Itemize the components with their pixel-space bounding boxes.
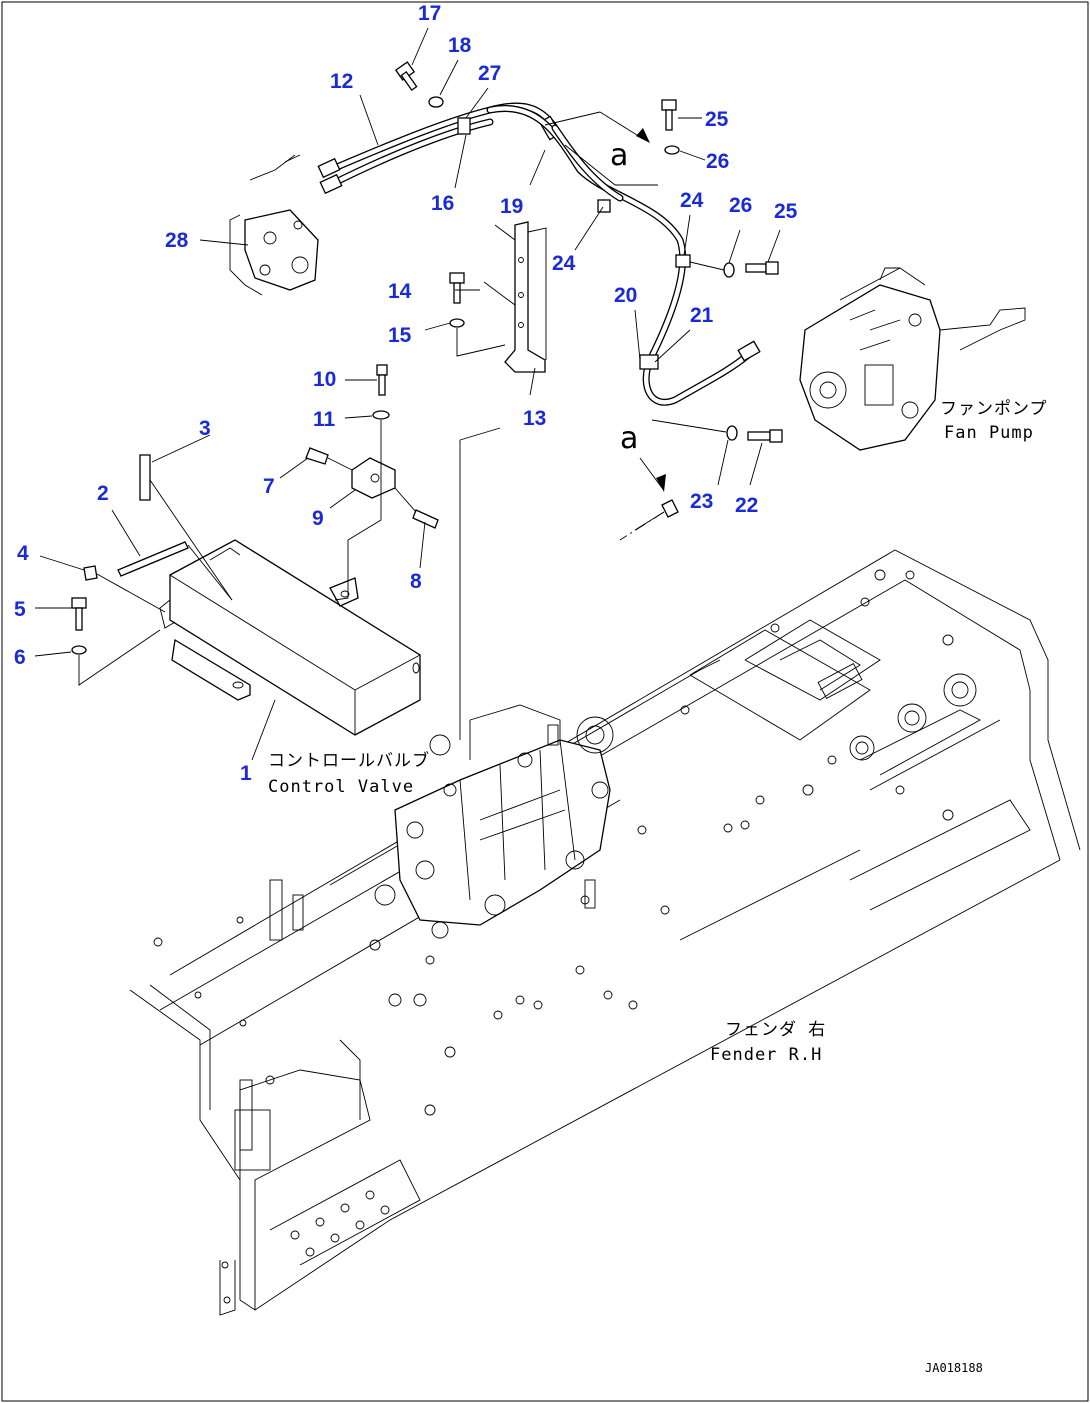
callout-21: 21 [690,304,714,327]
bolt-part-17 [394,61,418,91]
clamp-assembly [305,364,439,601]
callout-13: 13 [523,407,546,430]
fan-pump-drawing [799,267,1026,451]
callout-28: 28 [165,229,189,252]
valve-part-28 [229,154,319,296]
washer-part-15 [449,318,465,328]
bolt-part-25-right [745,261,779,275]
label-control-valve-en: Control Valve [268,777,414,797]
callout-26-top: 26 [706,150,729,173]
callout-24-left: 24 [552,252,576,275]
cover-part-1 [159,539,421,736]
bolt-part-25-top [661,99,677,131]
callout-numbers: 1 2 3 4 5 6 7 8 9 10 11 12 13 14 15 16 1… [14,2,798,785]
hose-clamps [457,117,691,370]
washer-part-26-right [723,262,735,278]
callout-15: 15 [388,324,412,347]
callout-2: 2 [97,482,109,505]
callout-12: 12 [330,70,353,93]
view-arrow-a-top [544,111,658,186]
bolt-part-22 [747,429,783,443]
callout-26-right: 26 [729,194,752,217]
callout-6: 6 [14,646,26,669]
plate-part-3 [139,454,151,501]
drawing-code: JA018188 [925,1361,983,1375]
label-fan-pump-en: Fan Pump [944,423,1034,443]
callout-27: 27 [478,62,501,85]
callout-5: 5 [14,598,26,621]
callout-16: 16 [431,192,454,215]
control-valve-drawing [374,704,614,939]
callout-25-top: 25 [705,108,729,131]
view-arrow-a-bottom [639,457,666,492]
hose-assembly-main [486,105,761,406]
assembly-lines-cover [78,479,233,686]
clamp-16 [457,117,471,135]
callout-18: 18 [448,34,472,57]
callout-1: 1 [240,762,252,785]
callout-20: 20 [614,284,637,307]
callout-10: 10 [313,368,336,391]
hose-assembly-12 [317,102,562,195]
callout-4: 4 [17,542,29,565]
clip-part-4 [83,565,98,581]
leader-lines [34,27,781,761]
callout-17: 17 [418,2,441,25]
washer-part-18 [428,96,444,108]
callout-24-right: 24 [680,189,704,212]
component-labels: コントロールバルブ Control Valve ファンポンプ Fan Pump … [268,399,1048,1065]
label-fender-jp: フェンダ 右 [725,1020,826,1040]
callout-11: 11 [313,408,336,431]
bolt-part-5 [71,597,87,631]
rod-part-2 [117,541,189,577]
callout-14: 14 [388,280,412,303]
callout-19: 19 [500,195,523,218]
bolt-part-14 [449,272,465,304]
label-control-valve-jp: コントロールバルブ [268,750,430,771]
washer-part-26-top [664,145,680,155]
callout-23: 23 [690,490,713,513]
view-marker-a-top: a [610,138,628,173]
label-fan-pump-jp: ファンポンプ [940,399,1048,419]
callout-3: 3 [199,417,211,440]
callout-9: 9 [312,507,324,530]
bracket-part-19 [504,221,547,373]
callout-22: 22 [735,494,758,517]
fitting-view-a [661,499,679,518]
washer-part-6 [71,645,87,655]
callout-7: 7 [263,475,275,498]
callout-25-right: 25 [774,200,798,223]
callout-8: 8 [410,570,422,593]
washer-part-23 [726,425,738,441]
label-fender-en: Fender R.H [710,1045,822,1065]
assembly-lines-bracket [456,328,506,357]
view-marker-a-bottom: a [620,421,638,456]
